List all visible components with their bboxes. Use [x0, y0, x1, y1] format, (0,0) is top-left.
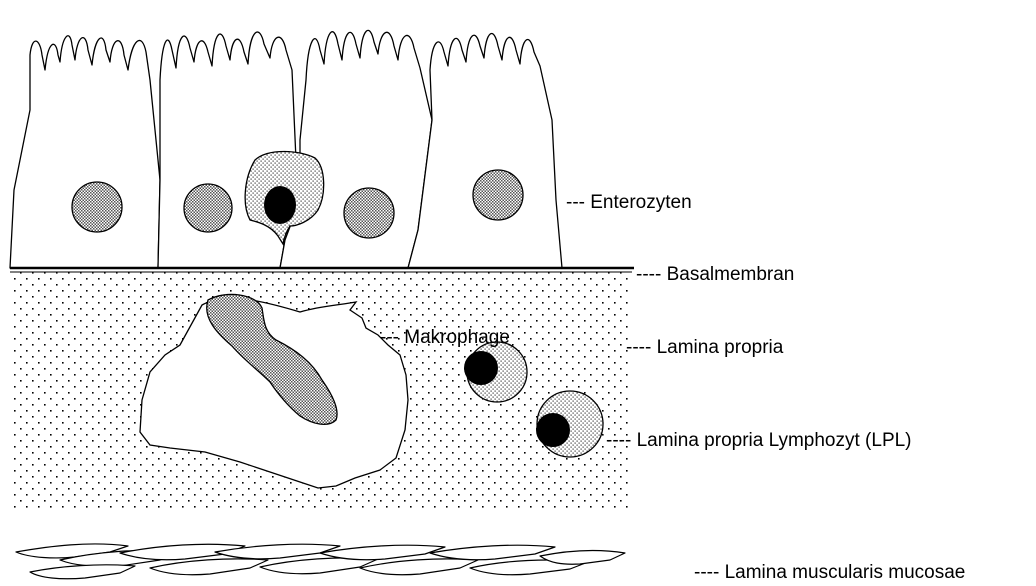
- lpl-cell-2-nucleus: [536, 413, 570, 447]
- enterocyte-4-nucleus: [473, 170, 523, 220]
- label-lamina-propria: ---- Lamina propria: [626, 337, 784, 358]
- label-enterozyten: --- Enterozyten: [566, 192, 692, 213]
- label-muscularis-mucosae: ---- Lamina muscularis mucosae: [694, 562, 965, 583]
- label-basalmembran: ---- Basalmembran: [636, 264, 794, 285]
- lamina-muscularis-mucosae: [16, 544, 625, 579]
- intraepithelial-lymphocyte-nucleus: [264, 186, 296, 224]
- enterocyte-4: [408, 34, 562, 269]
- label-makrophage: --- Makrophage: [380, 327, 510, 348]
- label-lpl: ---- Lamina propria Lymphozyt (LPL): [606, 430, 912, 451]
- enterocyte-1-nucleus: [72, 182, 122, 232]
- muscle-fiber: [540, 551, 625, 565]
- enterocyte-1: [10, 36, 160, 268]
- muscle-fiber: [150, 559, 268, 575]
- lpl-cell-2: [536, 391, 603, 457]
- muscle-fiber: [320, 545, 445, 560]
- muscle-fiber: [30, 565, 135, 579]
- muscle-fiber: [430, 545, 555, 560]
- muscle-fiber: [360, 559, 478, 575]
- enterocyte-2-nucleus: [184, 184, 232, 232]
- enterocyte-3-nucleus: [344, 188, 394, 238]
- lpl-cell-1-nucleus: [464, 351, 498, 385]
